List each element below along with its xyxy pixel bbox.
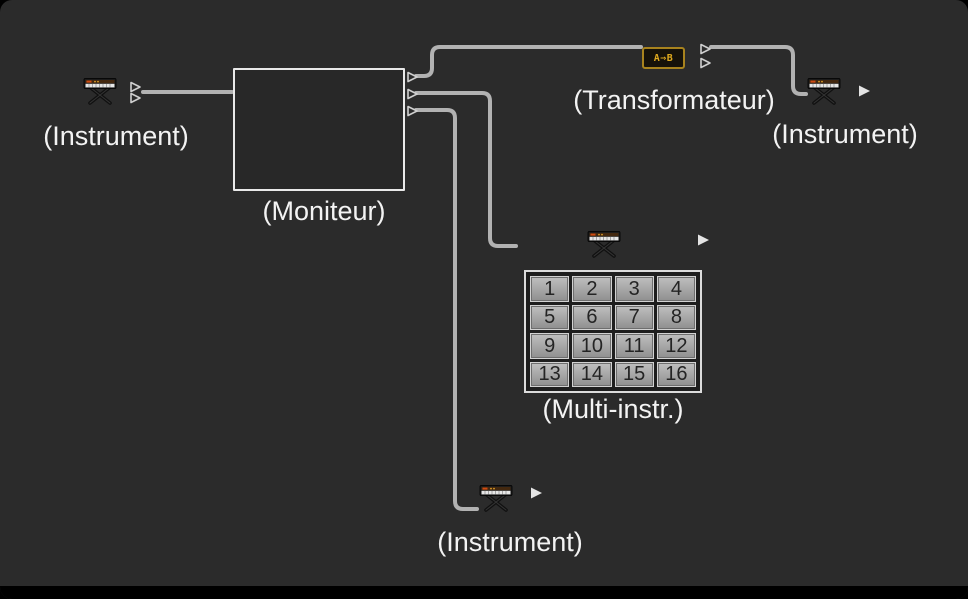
multi-channel-5[interactable]: 5 — [530, 304, 570, 330]
monitor-label: (Moniteur) — [262, 196, 386, 226]
multi-channel-12[interactable]: 12 — [656, 333, 696, 359]
multi-channel-6[interactable]: 6 — [572, 304, 612, 330]
multi-channel-7[interactable]: 7 — [614, 304, 654, 330]
instrument-bottom-label: (Instrument) — [437, 527, 583, 557]
multi-instrument-label: (Multi-instr.) — [542, 394, 684, 424]
multi-channel-2[interactable]: 2 — [572, 276, 612, 302]
multi-instrument-keyboard-icon[interactable] — [586, 227, 622, 259]
multi-channel-4[interactable]: 4 — [656, 276, 696, 302]
port-icon[interactable] — [699, 42, 712, 55]
port-icon[interactable] — [129, 91, 142, 104]
instrument-top-right-label: (Instrument) — [772, 119, 918, 149]
multi-channel-3[interactable]: 3 — [614, 276, 654, 302]
cable-origin-arrow-icon[interactable] — [529, 486, 544, 500]
cable-origin-arrow-icon[interactable] — [696, 233, 711, 247]
instrument-left-label: (Instrument) — [43, 121, 189, 151]
cable-monitor-to-multi-instrument[interactable] — [414, 91, 518, 248]
multi-channel-1[interactable]: 1 — [530, 276, 570, 302]
transformer-label: (Transformateur) — [573, 85, 775, 115]
port-icon[interactable] — [406, 87, 419, 100]
transformer-object[interactable]: A⇒B — [642, 47, 685, 69]
window-bottom-bar — [0, 586, 968, 599]
multi-channel-10[interactable]: 10 — [572, 333, 612, 359]
port-icon[interactable] — [129, 80, 142, 93]
port-icon[interactable] — [406, 104, 419, 117]
cable-monitor-to-bottom-instrument[interactable] — [414, 108, 479, 511]
port-icon[interactable] — [406, 70, 419, 83]
multi-channel-11[interactable]: 11 — [614, 333, 654, 359]
cable-origin-arrow-icon[interactable] — [857, 84, 872, 98]
multi-channel-16[interactable]: 16 — [656, 361, 696, 387]
cable-monitor-to-transformer[interactable] — [414, 45, 643, 78]
multi-channel-9[interactable]: 9 — [530, 333, 570, 359]
instrument-top-right-keyboard-icon[interactable] — [806, 74, 842, 106]
transformer-icon-text: A⇒B — [653, 52, 674, 64]
multi-channel-14[interactable]: 14 — [572, 361, 612, 387]
multi-channel-15[interactable]: 15 — [614, 361, 654, 387]
cable-transformer-to-instrument[interactable] — [709, 45, 808, 96]
multi-instrument-channel-grid: 1 2 3 4 5 6 7 8 9 10 11 12 13 14 15 16 — [524, 270, 702, 393]
multi-channel-13[interactable]: 13 — [530, 361, 570, 387]
instrument-bottom-keyboard-icon[interactable] — [478, 481, 514, 513]
monitor-object[interactable] — [233, 68, 405, 191]
multi-channel-8[interactable]: 8 — [656, 304, 696, 330]
port-icon[interactable] — [699, 56, 712, 69]
instrument-left-keyboard-icon[interactable] — [82, 74, 118, 106]
